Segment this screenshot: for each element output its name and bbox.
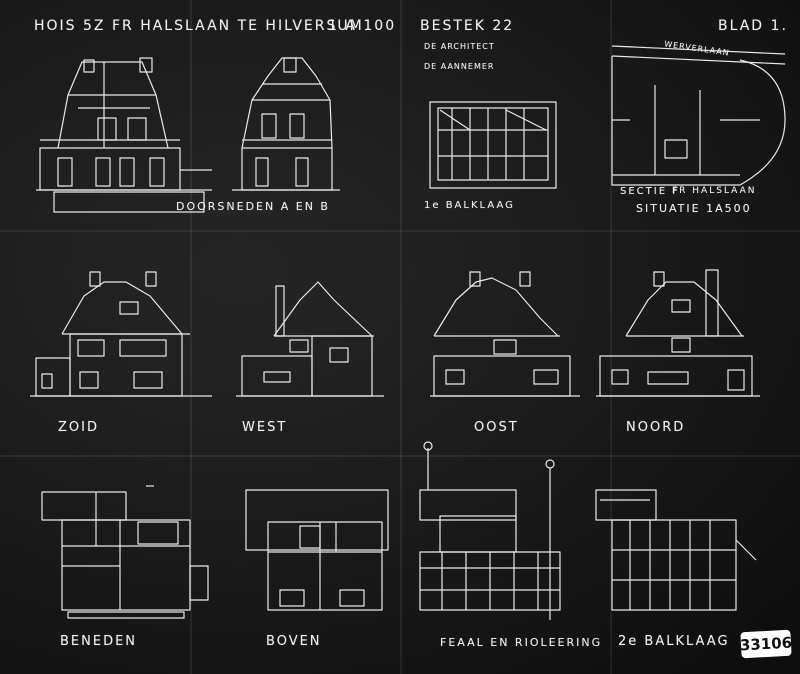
drawing-title: HOIS 5Z FR HALSLAAN TE HILVERSUM	[34, 18, 364, 34]
site-plan-caption: SITUATIE 1A500	[636, 202, 752, 215]
drawing-scale: 1 A 100	[328, 18, 397, 34]
fold-line	[190, 0, 192, 674]
elevation-label-west: WEST	[242, 420, 288, 435]
bestek-number: BESTEK 22	[420, 18, 515, 34]
elevation-north	[596, 269, 760, 397]
elevation-west	[236, 281, 384, 397]
elevation-label-south: ZOID	[58, 420, 99, 435]
plan-first	[245, 489, 389, 611]
contractor-label: DE AANNEMER	[424, 62, 495, 71]
plan-label-first: BOVEN	[266, 634, 322, 649]
site-plan	[611, 45, 786, 186]
elevation-south	[30, 271, 212, 397]
plan-drainage	[419, 441, 561, 620]
plan-second-beams	[595, 489, 757, 611]
sections-caption: DOORSNEDEN A EN B	[176, 200, 330, 213]
sheet-number: BLAD 1.	[718, 18, 788, 34]
fold-line	[400, 0, 402, 674]
archive-stamp: 33106	[739, 629, 793, 659]
fold-line	[610, 0, 612, 674]
plan-ground	[41, 485, 209, 619]
road-label-bottom: FR HALSLAAN	[672, 186, 757, 196]
fold-line	[0, 230, 800, 232]
plan-label-second: 2e BALKLAAG	[618, 634, 730, 649]
fold-line	[0, 455, 800, 457]
elevation-label-east: OOST	[474, 420, 519, 435]
elevation-east	[430, 271, 580, 397]
beam-plan	[429, 101, 557, 189]
architect-label: DE ARCHITECT	[424, 42, 495, 51]
elevation-label-north: NOORD	[626, 420, 686, 435]
section-a	[36, 57, 212, 213]
section-b	[232, 57, 340, 191]
plan-label-drainage: FEAAL EN RIOLEERING	[440, 636, 603, 649]
section-caption: SECTIE F	[620, 186, 680, 197]
beam-plan-caption: 1e BALKLAAG	[424, 200, 515, 211]
plan-label-ground: BENEDEN	[60, 634, 138, 649]
